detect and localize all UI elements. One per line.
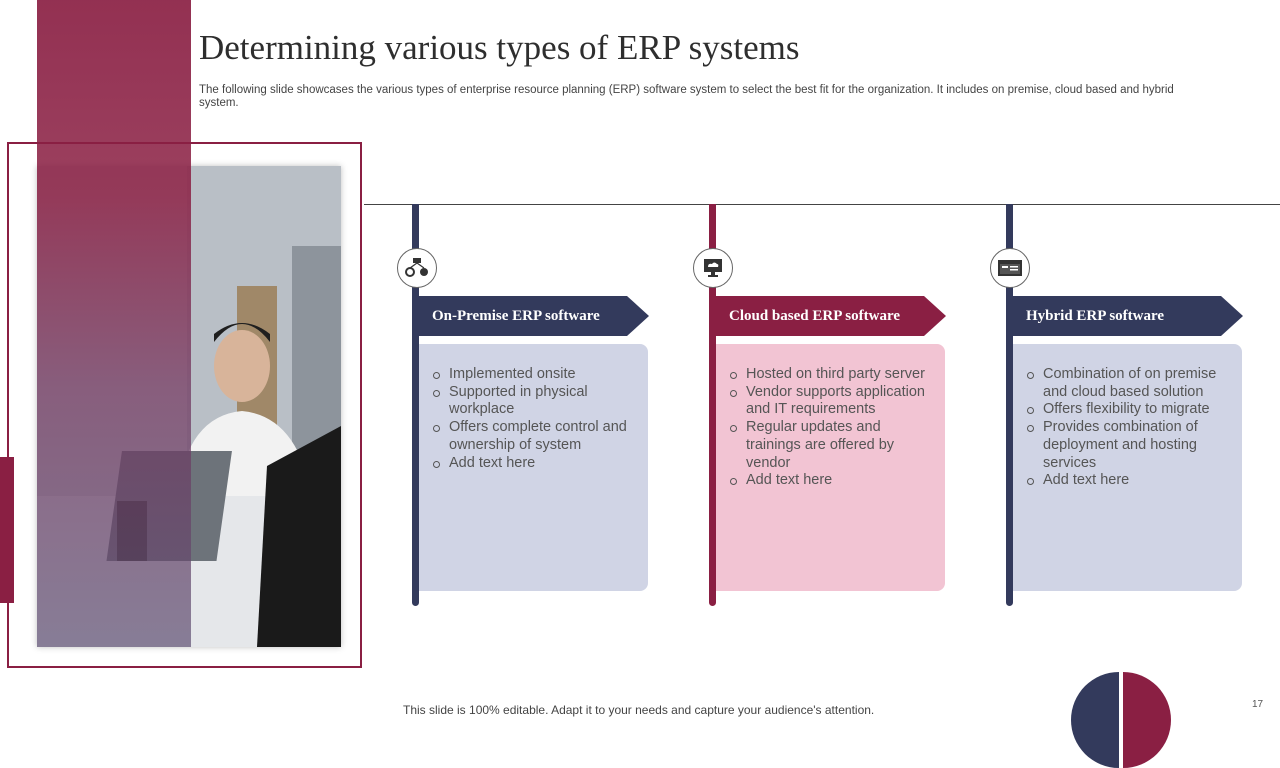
left-accent-tab (0, 457, 14, 603)
list-item: Offers complete control and ownership of… (431, 419, 638, 454)
column-bar-cloud (709, 204, 716, 606)
list-item: Combination of on premise and cloud base… (1025, 366, 1232, 401)
on-premise-heading: On-Premise ERP software (419, 296, 649, 336)
slide-footer: This slide is 100% editable. Adapt it to… (403, 703, 875, 717)
hybrid-card: Combination of on premise and cloud base… (1013, 344, 1242, 591)
decorative-half-circle-maroon (1123, 672, 1171, 768)
list-item: Add text here (431, 455, 638, 473)
browser-window-icon (990, 248, 1030, 288)
on-premise-card: Implemented onsite Supported in physical… (419, 344, 648, 591)
maroon-overlay-band (37, 0, 191, 647)
hybrid-heading: Hybrid ERP software (1013, 296, 1243, 336)
cloud-monitor-icon (693, 248, 733, 288)
on-premise-list: Implemented onsite Supported in physical… (431, 366, 638, 472)
list-item: Implemented onsite (431, 366, 638, 384)
hybrid-list: Combination of on premise and cloud base… (1025, 366, 1232, 490)
list-item: Add text here (728, 472, 935, 490)
server-gears-icon (397, 248, 437, 288)
decorative-half-circle-navy (1071, 672, 1119, 768)
page-number: 17 (1252, 699, 1264, 710)
list-item: Hosted on third party server (728, 366, 935, 384)
list-item: Regular updates and trainings are offere… (728, 419, 935, 472)
list-item: Offers flexibility to migrate (1025, 401, 1232, 419)
list-item: Provides combination of deployment and h… (1025, 419, 1232, 472)
list-item: Add text here (1025, 472, 1232, 490)
column-bar-hybrid (1006, 204, 1013, 606)
cloud-heading: Cloud based ERP software (716, 296, 946, 336)
column-bar-on-premise (412, 204, 419, 606)
cloud-card: Hosted on third party server Vendor supp… (716, 344, 945, 591)
slide-title: Determining various types of ERP systems (199, 28, 800, 67)
list-item: Vendor supports application and IT requi… (728, 384, 935, 419)
cloud-list: Hosted on third party server Vendor supp… (728, 366, 935, 490)
slide-subtitle: The following slide showcases the variou… (199, 84, 1174, 109)
timeline-line (364, 204, 1280, 205)
list-item: Supported in physical workplace (431, 384, 638, 419)
